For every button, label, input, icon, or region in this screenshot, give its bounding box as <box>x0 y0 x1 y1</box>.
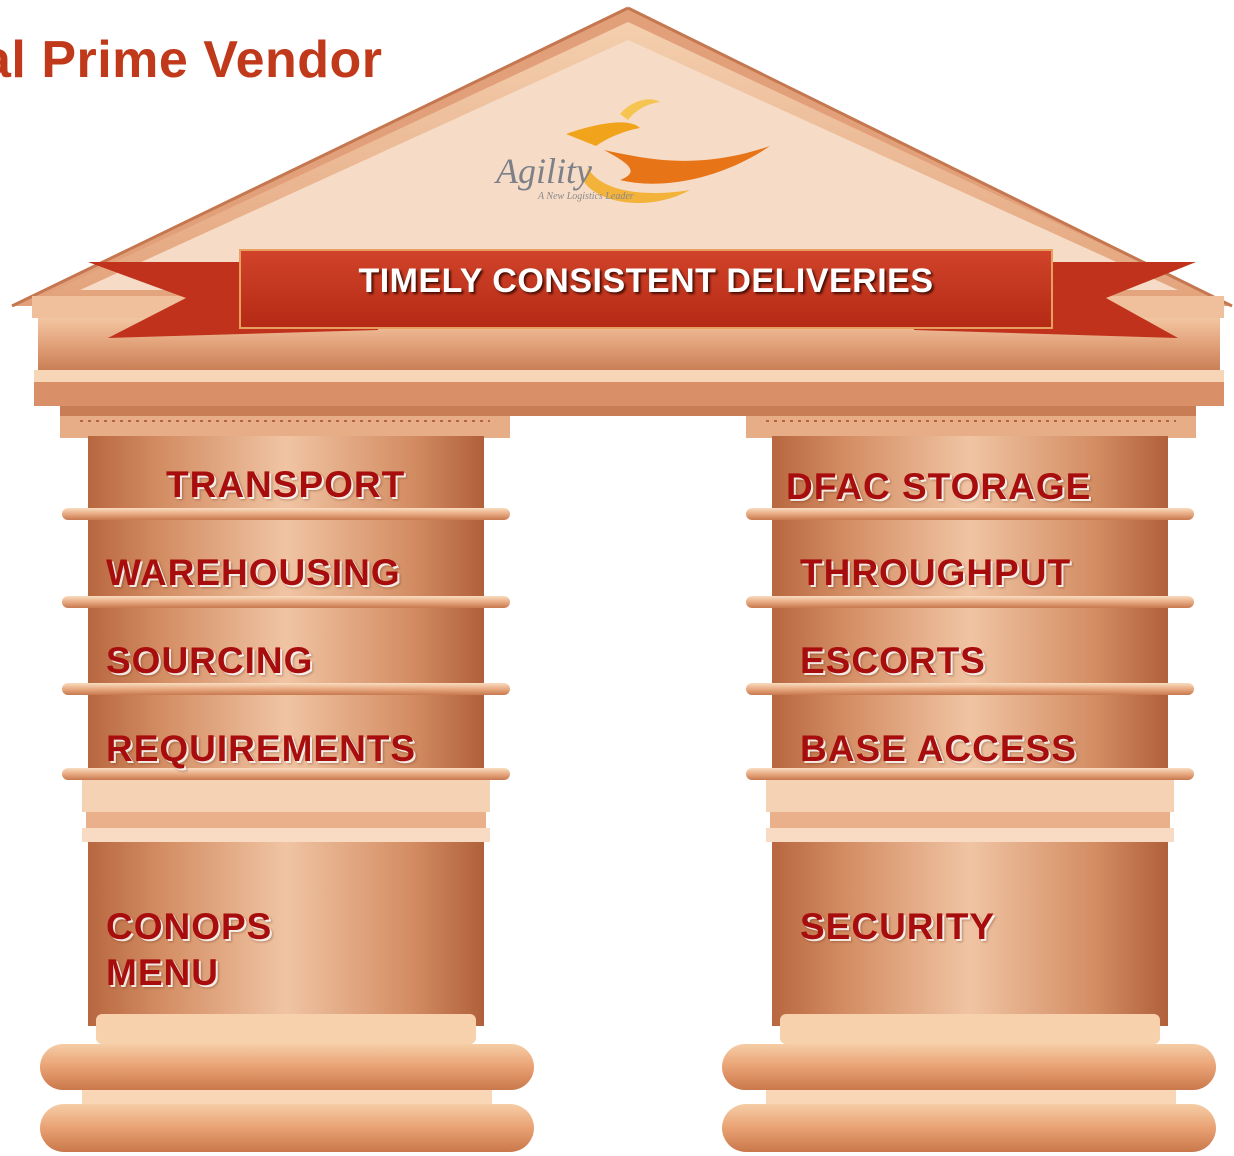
left-pillar <box>40 436 534 1152</box>
agility-logo-tagline: A New Logistics Leader <box>538 191 634 202</box>
right-pillar-item-throughput: THROUGHPUT <box>800 552 1072 593</box>
left-pillar-item-transport: TRANSPORT <box>166 464 406 505</box>
agility-logo-name: Agility <box>496 151 592 191</box>
left-pillar-base-label-line2: MENU <box>106 952 219 993</box>
right-pillar-item-dfac-storage: DFAC STORAGE <box>786 466 1092 507</box>
page-title: al Prime Vendor <box>0 31 383 89</box>
right-pillar-item-escorts: ESCORTS <box>800 640 986 681</box>
right-pillar <box>722 436 1216 1152</box>
right-pillar-item-base-access: BASE ACCESS <box>800 728 1077 769</box>
left-pillar-base-label-line1: CONOPS <box>106 906 273 947</box>
left-pillar-item-requirements: REQUIREMENTS <box>106 728 417 769</box>
left-pillar-item-sourcing: SOURCING <box>106 640 314 681</box>
right-pillar-base-label: SECURITY <box>800 906 996 947</box>
banner-ribbon <box>88 249 1196 338</box>
banner-text: TIMELY CONSISTENT DELIVERIES <box>358 262 934 300</box>
left-pillar-item-warehousing: WAREHOUSING <box>106 552 401 593</box>
agility-logo-mark <box>566 99 770 204</box>
